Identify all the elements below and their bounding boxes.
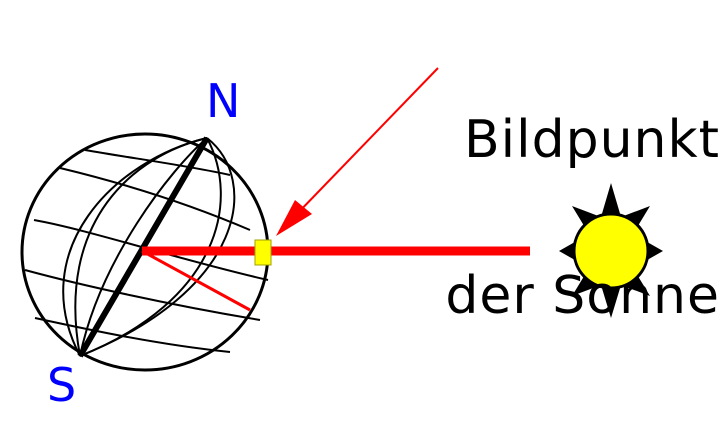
equator-radius-line (141, 249, 251, 312)
sun-icon (559, 183, 663, 318)
subsolar-point-label: Bildpunkt der Sonne (445, 10, 720, 374)
label-pointer-line (292, 67, 439, 219)
north-pole-label: N (206, 74, 241, 128)
subsolar-point-marker (254, 239, 272, 266)
label-pointer-arrowhead (276, 200, 312, 236)
label-line-2: der Sonne (445, 266, 720, 326)
label-line-1: Bildpunkt (464, 110, 720, 170)
south-pole-label: S (47, 358, 77, 412)
